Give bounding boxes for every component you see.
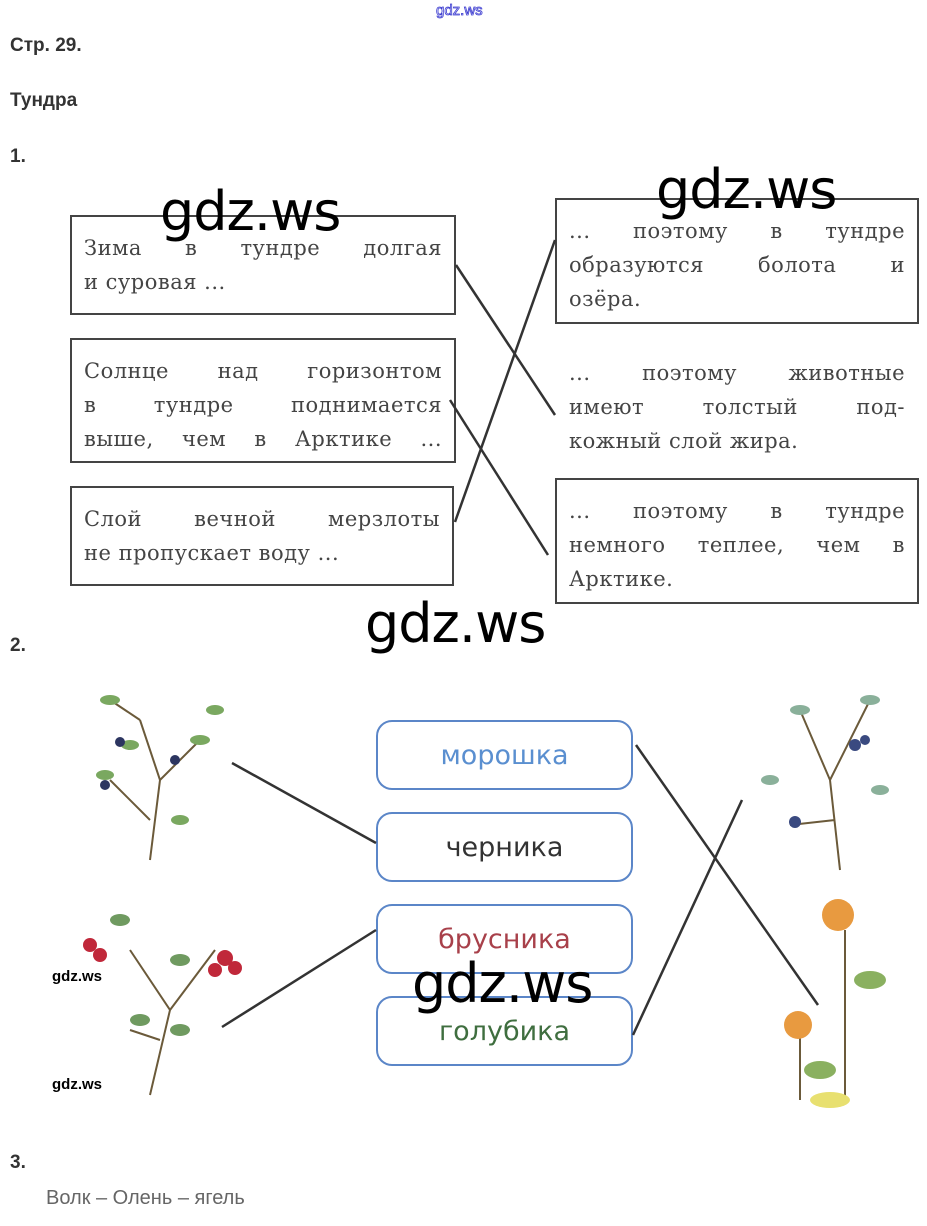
berry-name: брусника <box>438 923 571 955</box>
effect-box-2: ... поэтому животные имеют толстый под- … <box>555 340 919 466</box>
text-line: Солнце над горизонтом <box>84 359 442 383</box>
cause-box-2: Солнце над горизонтом в тундре поднимает… <box>70 338 456 463</box>
berry-label-golubika: голубика <box>376 996 633 1066</box>
watermark: gdz.ws <box>365 592 546 655</box>
text-line: немного теплее, чем в <box>569 533 905 557</box>
text-line: выше, чем в Арктике ... <box>84 427 442 451</box>
text-line: Слой вечной мерзлоты <box>84 507 440 531</box>
lingonberry-plant-illustration <box>83 914 242 1096</box>
watermark: gdz.ws <box>52 968 103 985</box>
text-line: имеют толстый под- <box>569 395 905 419</box>
page-number: Стр. 29. <box>10 35 82 56</box>
berry-name: голубика <box>439 1015 570 1047</box>
cloudberry-plant-illustration <box>784 899 886 1108</box>
berry-name: морошка <box>440 739 569 771</box>
bog-bilberry-plant-illustration <box>761 695 889 871</box>
text-line: озёра. <box>569 287 642 311</box>
match-line <box>454 264 557 416</box>
watermark: gdz.ws <box>656 158 837 221</box>
text-line: Арктике. <box>569 567 674 591</box>
berry-label-brusnika: брусника <box>376 904 633 974</box>
effect-box-1: ... поэтому в тундре образуются болота и… <box>555 198 919 324</box>
effect-box-3: ... поэтому в тундре немного теплее, чем… <box>555 478 919 604</box>
berry-label-chernika: черника <box>376 812 633 882</box>
match-line <box>448 399 550 556</box>
text-line: и суровая ... <box>84 270 226 294</box>
task3-number: 3. <box>10 1152 26 1173</box>
text-line: ... поэтому в тундре <box>569 499 905 523</box>
text-line: Зима в тундре долгая <box>84 236 442 260</box>
match-line <box>631 799 744 1036</box>
blueberry-plant-illustration <box>96 695 224 861</box>
text-line: кожный слой жира. <box>569 429 799 453</box>
cause-box-3: Слой вечной мерзлоты не пропускает воду … <box>70 486 454 586</box>
watermark: gdz.ws <box>52 1076 103 1093</box>
match-line <box>221 928 377 1029</box>
cause-box-1: Зима в тундре долгая и суровая ... <box>70 215 456 315</box>
text-line: не пропускает воду ... <box>84 541 340 565</box>
text-line: образуются болота и <box>569 253 905 277</box>
text-line: ... поэтому в тундре <box>569 219 905 243</box>
task2-number: 2. <box>10 635 26 656</box>
text-line: в тундре поднимается <box>84 393 442 417</box>
berry-name: черника <box>445 831 564 863</box>
watermark: gdz.ws <box>412 952 593 1015</box>
watermark-top: gdz.ws <box>436 2 483 20</box>
berry-label-morošhka: морошка <box>376 720 633 790</box>
food-chain-answer: Волк – Олень – ягель <box>46 1187 245 1209</box>
watermark: gdz.ws <box>160 180 341 243</box>
match-line <box>453 239 557 523</box>
text-line: ... поэтому животные <box>569 361 905 385</box>
task1-number: 1. <box>10 146 26 167</box>
match-line <box>634 744 820 1006</box>
match-line <box>231 761 377 845</box>
topic-title: Тундра <box>10 90 78 111</box>
